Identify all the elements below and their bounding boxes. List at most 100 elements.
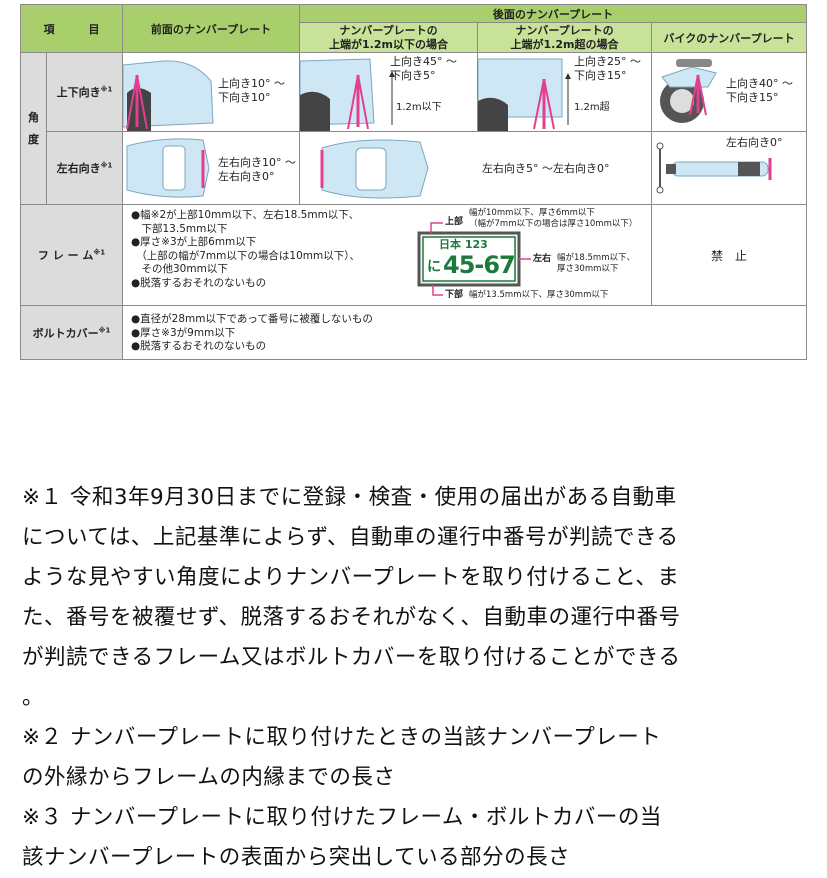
frame-item: （上部の幅が7mm以下の場合は10mm以下）、 <box>131 249 360 262</box>
rear-high-updown-line1: 上向き25° ～ <box>574 55 641 68</box>
angle-label-b: 度 <box>28 132 39 146</box>
bolt-item: ●厚さ※3が9mm以下 <box>131 326 236 339</box>
updown-label: 上下向き※1 <box>46 52 123 132</box>
bike-leftright-cell: 左右向き0° <box>650 131 808 205</box>
plate-bottom-text: 幅が13.5mm以下、厚さ30mm以下 <box>469 290 609 300</box>
footnote-line: た、番号を被覆せず、脱落するおそれがなく、自動車の運行中番号 <box>22 605 681 630</box>
bike-updown-text: 上向き40° ～ 下向き15° <box>726 77 793 105</box>
header-rear-high: ナンバープレートの 上端が1.2m超の場合 <box>477 22 652 53</box>
plate-side-text: 幅が18.5mm以下、 厚さ30mm以下 <box>557 253 635 275</box>
header-rear-high-line2: 上端が1.2m超の場合 <box>510 37 619 51</box>
rear-low-height-text: 1.2m以下 <box>396 102 442 113</box>
header-front: 前面のナンバープレート <box>122 4 300 53</box>
bolt-label: ボルトカバー※1 <box>20 305 123 360</box>
front-leftright-text: 左右向き10° ～ 左右向き0° <box>218 156 296 184</box>
header-rear-low-line2: 上端が1.2m以下の場合 <box>329 37 448 51</box>
plate-diagram: 上部 幅が10mm以下、厚さ6mm以下 （幅が7mm以下の場合は厚さ10mm以下… <box>413 207 653 303</box>
front-leftright-cell: 左右向き10° ～ 左右向き0° <box>122 131 300 205</box>
plate-top-line2: （幅が7mm以下の場合は厚さ10mm以下） <box>469 219 638 229</box>
frame-item: ●脱落するおそれのないもの <box>131 276 267 289</box>
frame-criteria-list: ●幅※2が上部10mm以下、左右18.5mm以下、 下部13.5mm以下 ●厚さ… <box>123 207 366 290</box>
bolt-note: ※1 <box>98 325 111 334</box>
footnotes: ※１ 令和3年9月30日までに登録・検査・使用の届出がある自動車 については、上… <box>22 478 812 878</box>
front-car-top-illustration <box>126 138 210 198</box>
frame-cell: ●幅※2が上部10mm以下、左右18.5mm以下、 下部13.5mm以下 ●厚さ… <box>122 204 653 306</box>
front-lr-line1: 左右向き10° ～ <box>218 156 296 169</box>
frame-item: その他30mm以下 <box>131 263 228 275</box>
plate-bottom-tag: 下部 <box>445 290 464 300</box>
rear-low-car-illustration <box>300 58 395 131</box>
leftright-label-text: 左右向き <box>56 162 101 175</box>
frame-bike-prohibited: 禁 止 <box>711 248 748 263</box>
header-rear: 後面のナンバープレート <box>298 4 808 23</box>
bike-updown-line1: 上向き40° ～ <box>726 77 793 90</box>
header-item-b: 目 <box>88 22 100 36</box>
bike-top-illustration <box>656 142 772 194</box>
footnote-line: が判読できるフレーム又はボルトカバーを取り付けることができる <box>22 645 681 670</box>
footnote-line: ような見やすい角度によりナンバープレートを取り付けること、ま <box>22 565 680 590</box>
bolt-criteria-list: ●直径が28mm以下であって番号に被覆しないもの ●厚さ※3が9mm以下 ●脱落… <box>123 311 806 354</box>
rear-high-height-text: 1.2m超 <box>574 102 610 113</box>
bike-leftright-text: 左右向き0° <box>726 136 783 149</box>
angle-label: 角 度 <box>20 52 47 205</box>
rear-low-updown-line2: 下向き5° <box>390 69 436 82</box>
front-car-side-illustration <box>123 60 214 131</box>
header-rear-low-line1: ナンバープレートの <box>339 23 438 37</box>
plate-side-tag: 左右 <box>533 254 552 264</box>
bike-updown-line2: 下向き15° <box>726 91 779 104</box>
plate-top-text: 幅が10mm以下、厚さ6mm以下 （幅が7mm以下の場合は厚さ10mm以下） <box>469 208 637 230</box>
frame-label: フ レ ー ム※1 <box>20 204 123 306</box>
footnote-line: ※１ 令和3年9月30日までに登録・検査・使用の届出がある自動車 <box>22 485 677 510</box>
front-updown-cell: 上向き10° ～ 下向き10° <box>122 52 300 132</box>
front-lr-line2: 左右向き0° <box>218 170 275 183</box>
header-rear-low: ナンバープレートの 上端が1.2m以下の場合 <box>299 22 478 53</box>
bolt-item: ●脱落するおそれのないもの <box>131 340 267 353</box>
leftright-label: 左右向き※1 <box>46 131 123 205</box>
header-rear-high-line1: ナンバープレートの <box>515 23 614 37</box>
bike-updown-cell: 上向き40° ～ 下向き15° <box>650 52 808 132</box>
plate-diagram-lines <box>417 222 531 296</box>
rear-high-updown-line2: 下向き15° <box>574 69 627 82</box>
frame-item: ●幅※2が上部10mm以下、左右18.5mm以下、 <box>131 209 360 221</box>
frame-bike-cell: 禁 止 <box>650 204 808 306</box>
bolt-label-text: ボルトカバー <box>32 326 99 340</box>
updown-label-text: 上下向き <box>56 86 101 99</box>
rear-car-top-illustration <box>320 139 429 199</box>
rear-low-updown-line1: 上向き45° ～ <box>390 55 457 68</box>
footnote-line: 。 <box>22 685 45 710</box>
plate-top-line1: 幅が10mm以下、厚さ6mm以下 <box>469 208 595 218</box>
bike-side-illustration <box>660 59 717 123</box>
plate-number: 45-67 <box>443 251 516 279</box>
front-updown-text: 上向き10° ～ 下向き10° <box>218 77 285 105</box>
plate-kana: に <box>427 259 441 275</box>
rear-high-truck-illustration <box>478 58 571 131</box>
bolt-cell: ●直径が28mm以下であって番号に被覆しないもの ●厚さ※3が9mm以下 ●脱落… <box>121 305 808 360</box>
regulation-table: 項目 前面のナンバープレート 後面のナンバープレート ナンバープレートの 上端が… <box>20 4 808 375</box>
angle-label-a: 角 <box>28 110 39 124</box>
plate-top-tag: 上部 <box>445 217 464 227</box>
frame-label-text: フ レ ー ム <box>37 249 94 262</box>
plate-region: 日本 123 <box>439 238 488 251</box>
front-updown-line1: 上向き10° ～ <box>218 77 285 90</box>
bolt-item: ●直径が28mm以下であって番号に被覆しないもの <box>131 313 373 326</box>
header-item-a: 項 <box>43 22 55 36</box>
updown-note: ※1 <box>100 85 113 94</box>
rear-low-updown-cell: 上向き45° ～ 下向き5° 1.2m以下 <box>299 52 478 132</box>
footnote-line: については、上記基準によらず、自動車の運行中番号が判読できる <box>22 525 679 550</box>
footnote-line: 該ナンバープレートの表面から突出している部分の長さ <box>22 845 571 870</box>
rear-high-updown-cell: 上向き25° ～ 下向き15° 1.2m超 <box>477 52 652 132</box>
frame-note: ※1 <box>93 248 106 257</box>
footnote-line: ※２ ナンバープレートに取り付けたときの当該ナンバープレート <box>22 725 662 750</box>
header-item: 項目 <box>20 4 123 53</box>
rear-leftright-cell: 左右向き5° ～左右向き0° <box>299 131 652 205</box>
rear-high-updown-text: 上向き25° ～ 下向き15° <box>574 55 641 83</box>
frame-item: ●厚さ※3が上部6mm以下 <box>131 236 257 248</box>
front-updown-line2: 下向き10° <box>218 91 271 104</box>
footnote-line: の外縁からフレームの内縁までの長さ <box>22 765 396 790</box>
frame-item: 下部13.5mm以下 <box>131 222 228 235</box>
rear-leftright-text: 左右向き5° ～左右向き0° <box>482 162 610 175</box>
rear-low-updown-text: 上向き45° ～ 下向き5° <box>390 55 457 83</box>
leftright-note: ※1 <box>100 161 113 170</box>
footnote-line: ※３ ナンバープレートに取り付けたフレーム・ボルトカバーの当 <box>22 805 662 830</box>
header-bike: バイクのナンバープレート <box>650 22 808 53</box>
